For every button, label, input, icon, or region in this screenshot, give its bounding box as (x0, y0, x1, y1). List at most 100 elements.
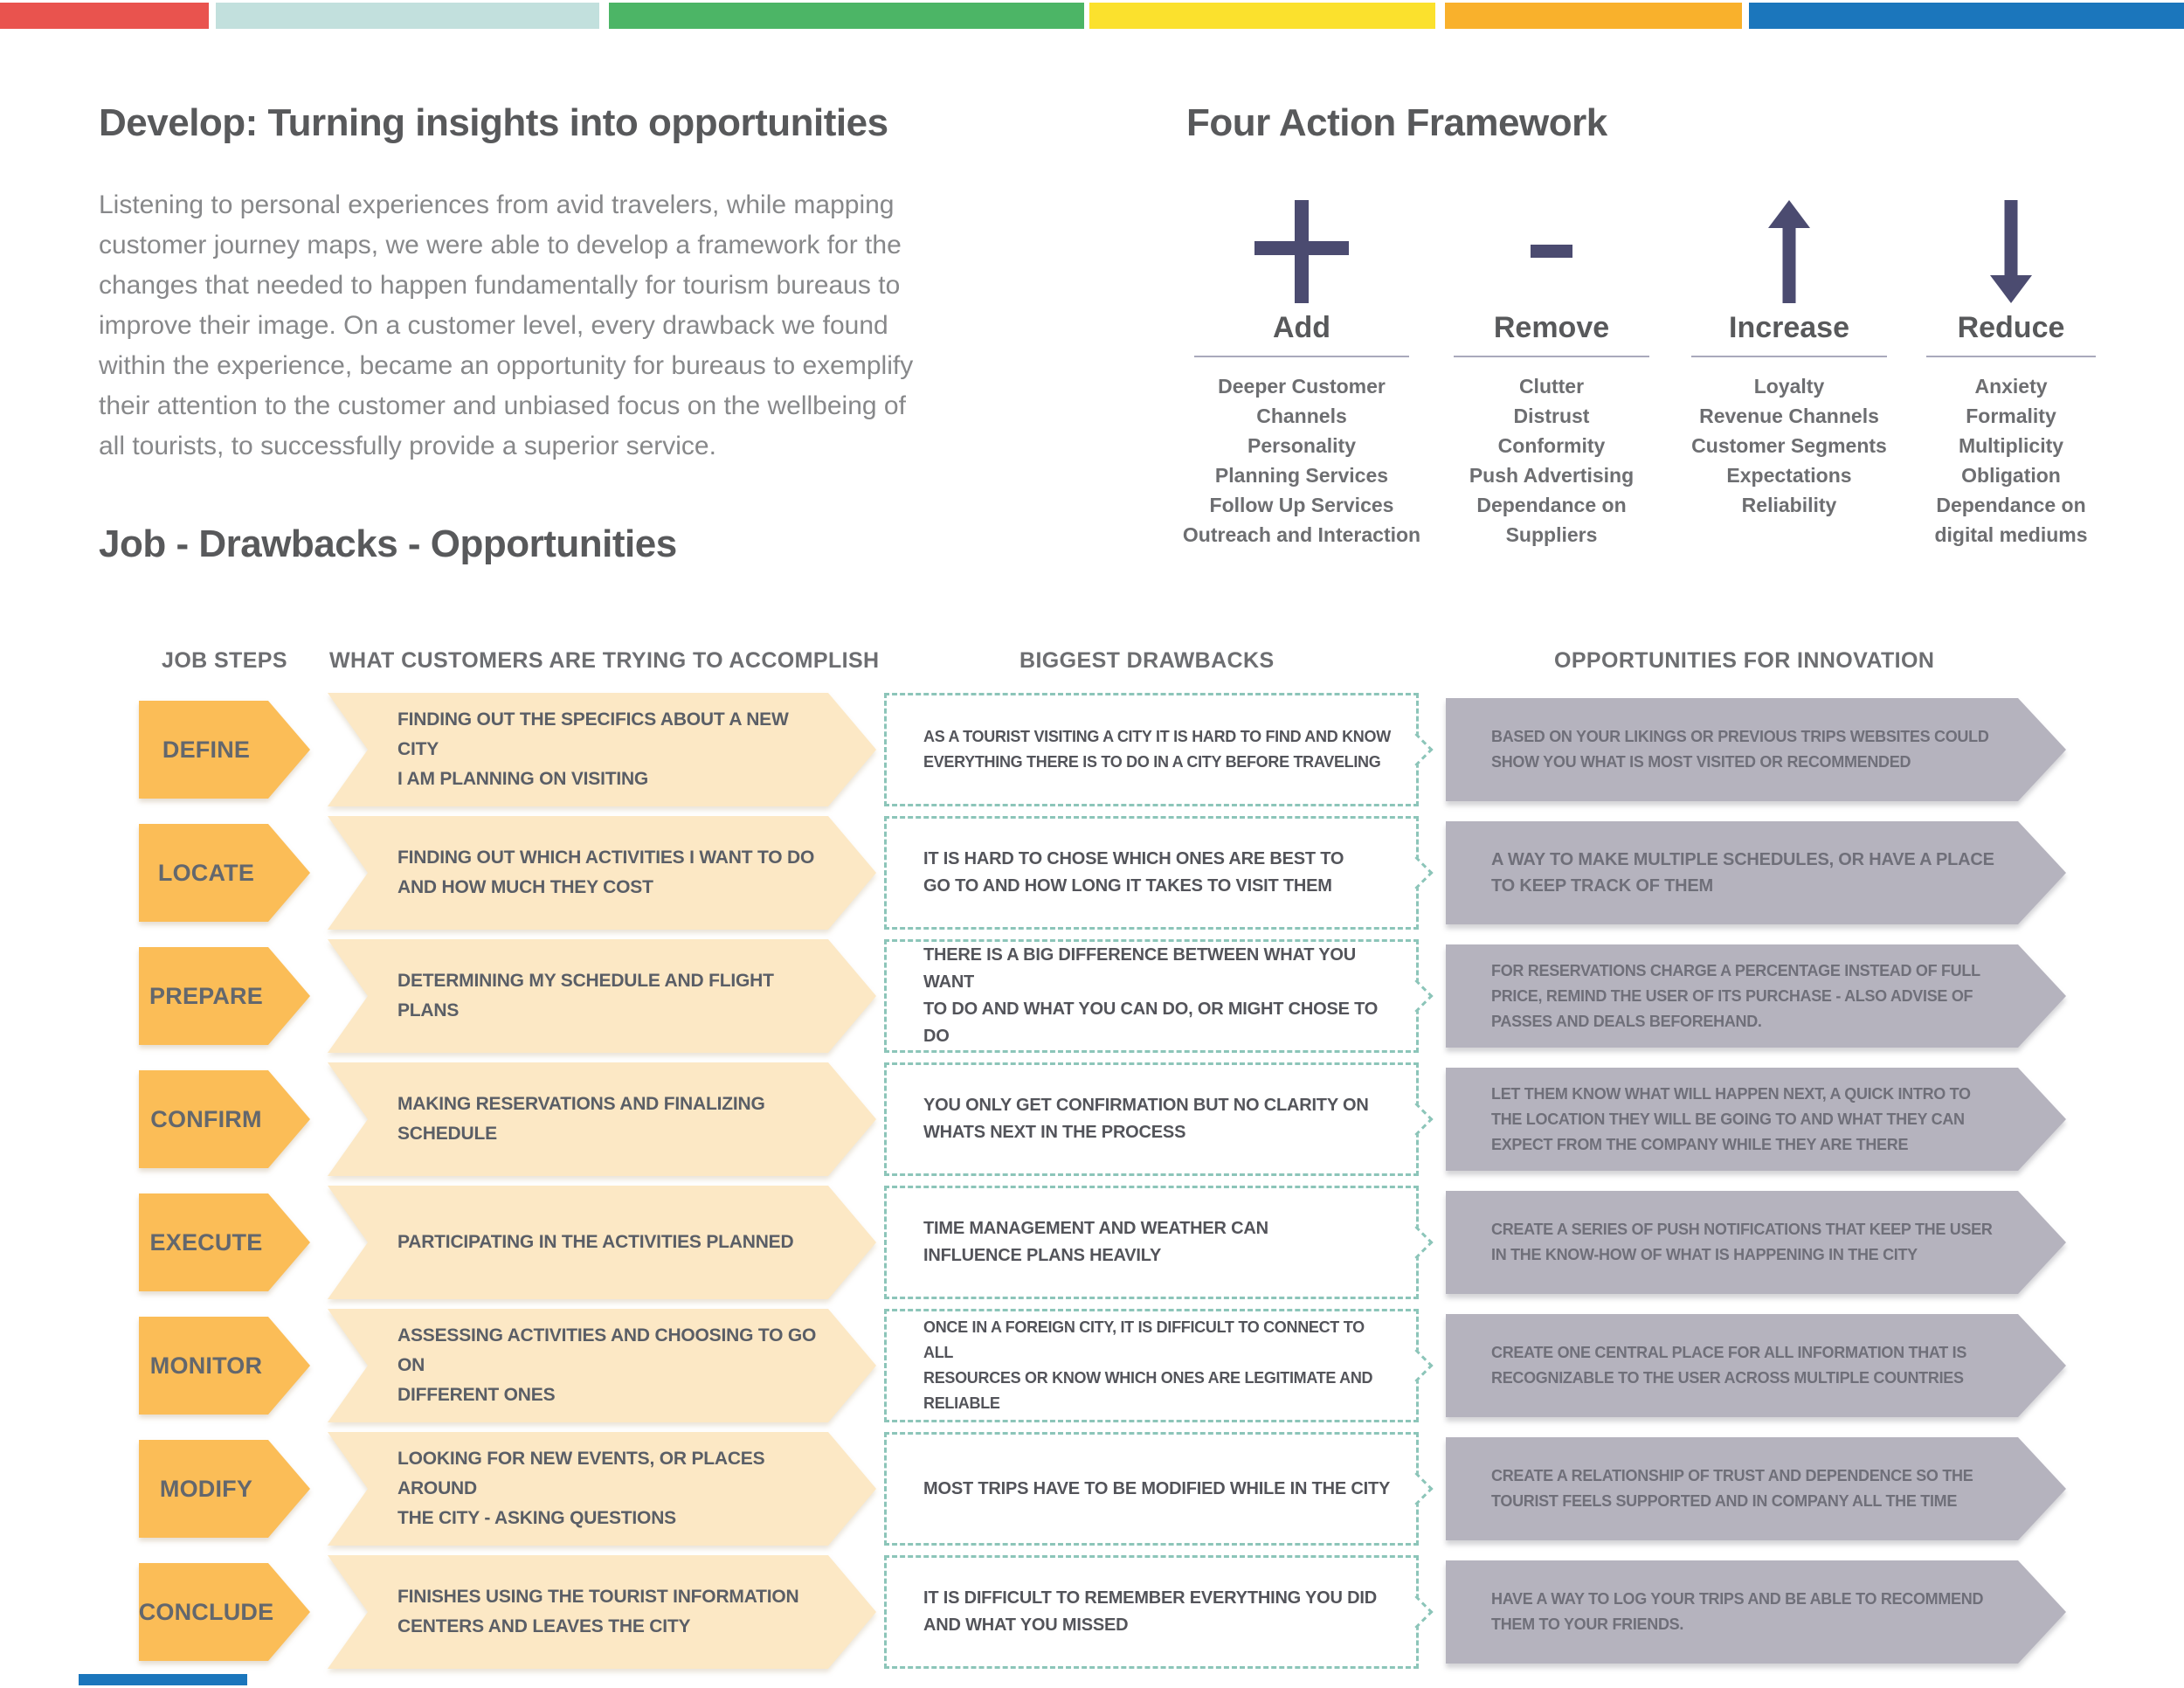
job-step-label: MONITOR (149, 1352, 263, 1379)
column-header-opportunities: OPPORTUNITIES FOR INNOVATION (1554, 648, 1935, 673)
framework-item: Revenue Channels (1699, 405, 1879, 427)
drawback-text: IT IS DIFFICULT TO REMEMBER EVERYTHING Y… (923, 1588, 1377, 1635)
arrow-down-icon (1984, 200, 2038, 303)
develop-body-text: Listening to personal experiences from a… (99, 190, 914, 460)
table-row: PREPARE DETERMINING MY SCHEDULE AND FLIG… (0, 935, 2184, 1058)
job-step-chevron: MODIFY (139, 1440, 310, 1538)
column-header-accomplish: WHAT CUSTOMERS ARE TRYING TO ACCOMPLISH (329, 648, 880, 673)
table-row: MODIFY LOOKING FOR NEW EVENTS, OR PLACES… (0, 1428, 2184, 1551)
framework-item: Conformity (1497, 434, 1606, 457)
job-step-chevron: PREPARE (139, 947, 310, 1045)
job-step-chevron: CONFIRM (139, 1070, 310, 1168)
framework-item: Clutter (1518, 375, 1585, 398)
opportunity-arrow: HAVE A WAY TO LOG YOUR TRIPS AND BE ABLE… (1446, 1560, 2066, 1664)
framework-icon-area (1670, 197, 1908, 306)
framework-column-label: Reduce (1957, 311, 2065, 344)
framework-item: Anxiety (1974, 375, 2048, 398)
drawback-box: TIME MANAGEMENT AND WEATHER CAN INFLUENC… (884, 1186, 1419, 1299)
column-header-job-steps: JOB STEPS (162, 648, 287, 673)
opportunity-text: HAVE A WAY TO LOG YOUR TRIPS AND BE ABLE… (1491, 1590, 1984, 1633)
minus-icon (1531, 245, 1572, 258)
opportunity-arrow: LET THEM KNOW WHAT WILL HAPPEN NEXT, A Q… (1446, 1068, 2066, 1171)
bottom-accent-bar (79, 1674, 247, 1685)
stripe-segment-green (609, 3, 1084, 29)
framework-item: Loyalty (1753, 375, 1825, 398)
column-header-drawbacks: BIGGEST DRAWBACKS (1019, 648, 1275, 673)
accomplish-text: FINDING OUT WHICH ACTIVITIES I WANT TO D… (397, 847, 815, 897)
framework-item: Obligation (1961, 464, 2061, 487)
table-row: CONCLUDE FINISHES USING THE TOURIST INFO… (0, 1551, 2184, 1674)
job-step-chevron: MONITOR (139, 1317, 310, 1415)
job-step-chevron: LOCATE (139, 824, 310, 922)
opportunity-arrow: CREATE A SERIES OF PUSH NOTIFICATIONS TH… (1446, 1191, 2066, 1294)
table-row: MONITOR ASSESSING ACTIVITIES AND CHOOSIN… (0, 1304, 2184, 1428)
framework-item: Reliability (1741, 494, 1837, 516)
stripe-segment-yellow (1089, 3, 1435, 29)
develop-section-title: Develop: Turning insights into opportuni… (99, 101, 888, 144)
job-step-chevron: CONCLUDE (139, 1563, 310, 1661)
drawback-box: IT IS HARD TO CHOSE WHICH ONES ARE BEST … (884, 816, 1419, 930)
opportunity-text: CREATE A RELATIONSHIP OF TRUST AND DEPEN… (1491, 1467, 1973, 1510)
accomplish-text: MAKING RESERVATIONS AND FINALIZING SCHED… (397, 1094, 765, 1144)
job-step-label: PREPARE (149, 982, 263, 1009)
stripe-segment-blue (1749, 3, 2184, 29)
table-row: CONFIRM MAKING RESERVATIONS AND FINALIZI… (0, 1058, 2184, 1181)
framework-item: Deeper Customer Channels (1218, 375, 1386, 427)
framework-underline (1454, 356, 1649, 357)
accomplish-arrow: FINISHES USING THE TOURIST INFORMATION C… (328, 1555, 876, 1669)
drawback-text: YOU ONLY GET CONFIRMATION BUT NO CLARITY… (923, 1096, 1369, 1142)
drawback-text: ONCE IN A FOREIGN CITY, IT IS DIFFICULT … (923, 1318, 1373, 1412)
job-step-label: LOCATE (157, 859, 255, 886)
accomplish-arrow: DETERMINING MY SCHEDULE AND FLIGHT PLANS (328, 939, 876, 1053)
accomplish-text: FINISHES USING THE TOURIST INFORMATION C… (397, 1587, 799, 1636)
opportunity-text: BASED ON YOUR LIKINGS OR PREVIOUS TRIPS … (1491, 728, 1989, 771)
job-step-chevron: DEFINE (139, 701, 310, 799)
framework-item: Dependance on Suppliers (1476, 494, 1627, 546)
table-row: LOCATE FINDING OUT WHICH ACTIVITIES I WA… (0, 812, 2184, 935)
framework-underline (1194, 356, 1409, 357)
framework-item: Push Advertising (1469, 464, 1635, 487)
framework-column-label: Increase (1729, 311, 1849, 344)
opportunity-text: CREATE ONE CENTRAL PLACE FOR ALL INFORMA… (1491, 1344, 1967, 1387)
accomplish-arrow: FINDING OUT THE SPECIFICS ABOUT A NEW CI… (328, 693, 876, 806)
framework-item: Distrust (1513, 405, 1590, 427)
job-step-label: CONFIRM (150, 1105, 262, 1132)
opportunity-text: FOR RESERVATIONS CHARGE A PERCENTAGE INS… (1491, 961, 1980, 1030)
job-step-label: EXECUTE (149, 1228, 263, 1256)
accomplish-text: DETERMINING MY SCHEDULE AND FLIGHT PLANS (397, 971, 774, 1020)
drawback-box: ONCE IN A FOREIGN CITY, IT IS DIFFICULT … (884, 1309, 1419, 1422)
drawback-text: AS A TOURIST VISITING A CITY IT IS HARD … (923, 728, 1391, 771)
accomplish-arrow: LOOKING FOR NEW EVENTS, OR PLACES AROUND… (328, 1432, 876, 1546)
table-row: EXECUTE PARTICIPATING IN THE ACTIVITIES … (0, 1181, 2184, 1304)
plus-icon (1254, 200, 1349, 303)
table-row: DEFINE FINDING OUT THE SPECIFICS ABOUT A… (0, 688, 2184, 812)
accomplish-text: LOOKING FOR NEW EVENTS, OR PLACES AROUND… (397, 1449, 765, 1528)
opportunity-arrow: FOR RESERVATIONS CHARGE A PERCENTAGE INS… (1446, 944, 2066, 1048)
drawback-text: IT IS HARD TO CHOSE WHICH ONES ARE BEST … (923, 849, 1344, 896)
accomplish-arrow: FINDING OUT WHICH ACTIVITIES I WANT TO D… (328, 816, 876, 930)
opportunity-arrow: CREATE ONE CENTRAL PLACE FOR ALL INFORMA… (1446, 1314, 2066, 1417)
stripe-segment-teal (216, 3, 599, 29)
framework-column-label: Add (1272, 311, 1331, 344)
framework-column-label: Remove (1493, 311, 1610, 344)
job-step-label: CONCLUDE (138, 1598, 274, 1625)
framework-item: Expectations (1726, 464, 1852, 487)
jobs-table-rows: DEFINE FINDING OUT THE SPECIFICS ABOUT A… (0, 688, 2184, 1674)
stripe-segment-red (0, 3, 209, 29)
drawback-text: THERE IS A BIG DIFFERENCE BETWEEN WHAT Y… (923, 945, 1379, 1046)
framework-icon-area (1908, 197, 2114, 306)
drawback-box: AS A TOURIST VISITING A CITY IT IS HARD … (884, 693, 1419, 806)
framework-icon-area (1433, 197, 1670, 306)
opportunity-text: A WAY TO MAKE MULTIPLE SCHEDULES, OR HAV… (1491, 850, 1994, 896)
framework-item: Personality (1248, 434, 1356, 457)
job-step-label: DEFINE (162, 736, 251, 763)
framework-item: Multiplicity (1958, 434, 2064, 457)
